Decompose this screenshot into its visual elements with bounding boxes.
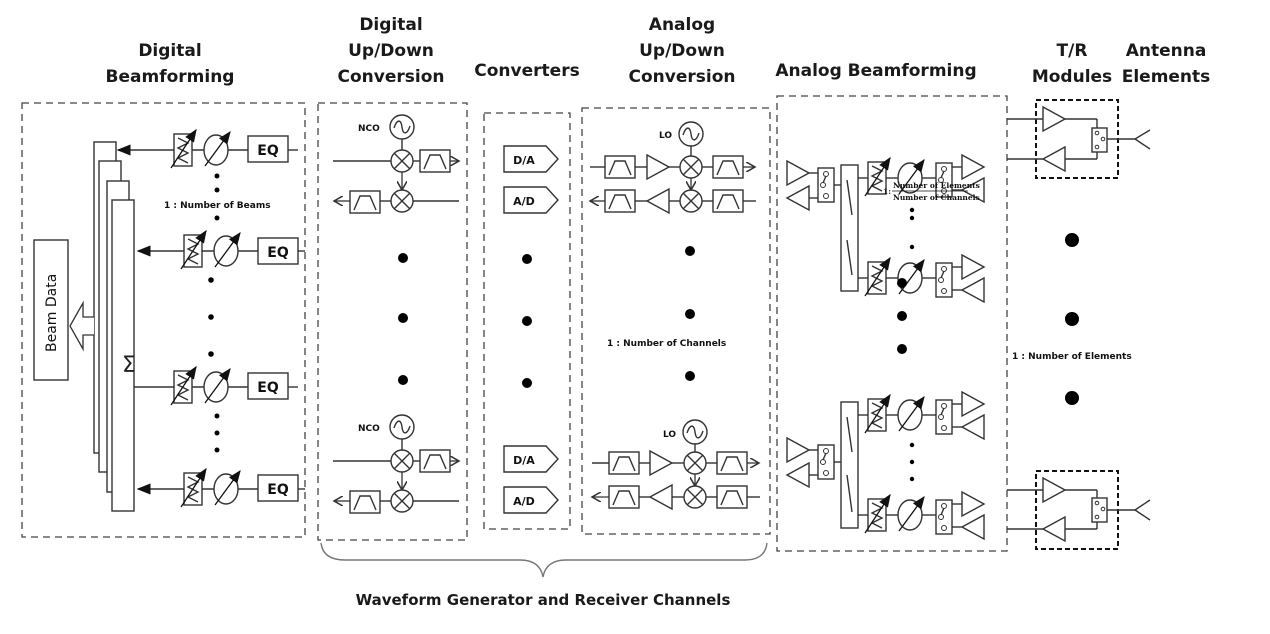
beam-row-1: EQ [116,130,298,168]
ratio-numerator: Number of Elements [893,181,980,190]
attenuator-icon [171,130,196,168]
header-antenna-1: Antenna [1126,41,1207,61]
svg-text:D/A: D/A [513,454,535,467]
antenna-icon [1133,129,1151,150]
filter-icon [419,149,451,173]
ddc-channel-bottom: NCO [333,414,459,514]
splitter-combiner [840,164,859,292]
header-digital-beamforming-2: Beamforming [106,67,235,87]
digital-beamforming-box [21,102,306,538]
svg-text:D/A: D/A [513,154,535,167]
beam-row-3: EQ [134,367,298,405]
grouping-brace [320,542,768,578]
beam-data-label: Beam Data [44,274,60,352]
beam-data-box [33,239,69,381]
svg-text:NCO: NCO [358,424,380,434]
footer-label: Waveform Generator and Receiver Channels [356,591,731,609]
nco-oscillator-icon [389,114,415,140]
ratio-denominator: Number of Channels [893,193,980,202]
svg-text:LO: LO [663,430,676,440]
tr-module-top [1007,106,1151,172]
header-tr-modules-2: Modules [1032,67,1112,87]
output-arrow-icon [69,300,94,352]
auc-channel-bottom: LO [592,419,760,510]
header-digital-beamforming-1: Digital [138,41,201,61]
number-of-beams-label: 1 : Number of Beams [164,201,271,211]
beam-row-2: EQ [136,231,305,269]
beam-row-4: EQ [136,469,305,507]
header-analog-updown-2: Up/Down [639,41,725,61]
analog-beamforming-box [776,95,1008,552]
svg-text:EQ: EQ [267,482,289,498]
lo-oscillator-icon [678,121,704,147]
dac-bottom: D/A [503,445,559,473]
header-analog-beamforming: Analog Beamforming [775,61,976,81]
svg-text:LO: LO [659,131,672,141]
phase-shifter-icon [204,132,230,166]
subarray-bottom [786,391,985,540]
sum-icon: Σ [122,353,136,378]
number-of-channels-label: 1 : Number of Channels [607,339,726,349]
converters-box [483,112,571,530]
switch-icon [817,167,835,203]
header-tr-modules-1: T/R [1057,41,1088,61]
adc-top: A/D [503,186,559,214]
subarray-top [786,154,985,303]
header-analog-updown-3: Conversion [629,67,736,87]
ddc-channel-top: NCO [358,124,380,134]
amplifier-icon [646,154,670,180]
ratio-prefix: 1: [883,187,891,196]
header-digital-updown-1: Digital [359,15,422,35]
svg-text:EQ: EQ [267,245,289,261]
number-of-elements-label: 1 : Number of Elements [1012,352,1132,362]
header-converters: Converters [474,61,579,81]
tr-module-bottom [1007,477,1151,542]
mixer-icon [390,149,414,173]
svg-text:A/D: A/D [513,495,535,508]
adc-bottom: A/D [503,486,559,514]
nco-label: NCO [358,124,380,134]
header-digital-updown-3: Conversion [338,67,445,87]
digital-updown-box [317,102,468,541]
svg-text:A/D: A/D [513,195,535,208]
analog-updown-box [581,107,771,535]
header-analog-updown-1: Analog [649,15,715,35]
beamformer-stack [93,141,135,512]
eq-label: EQ [257,143,279,159]
header-digital-updown-2: Up/Down [348,41,434,61]
svg-text:EQ: EQ [257,380,279,396]
ddc-channel-top-graphics [333,114,459,214]
header-antenna-2: Elements [1122,67,1211,87]
auc-channel-top: LO [590,121,756,214]
dac-top: D/A [503,145,559,173]
